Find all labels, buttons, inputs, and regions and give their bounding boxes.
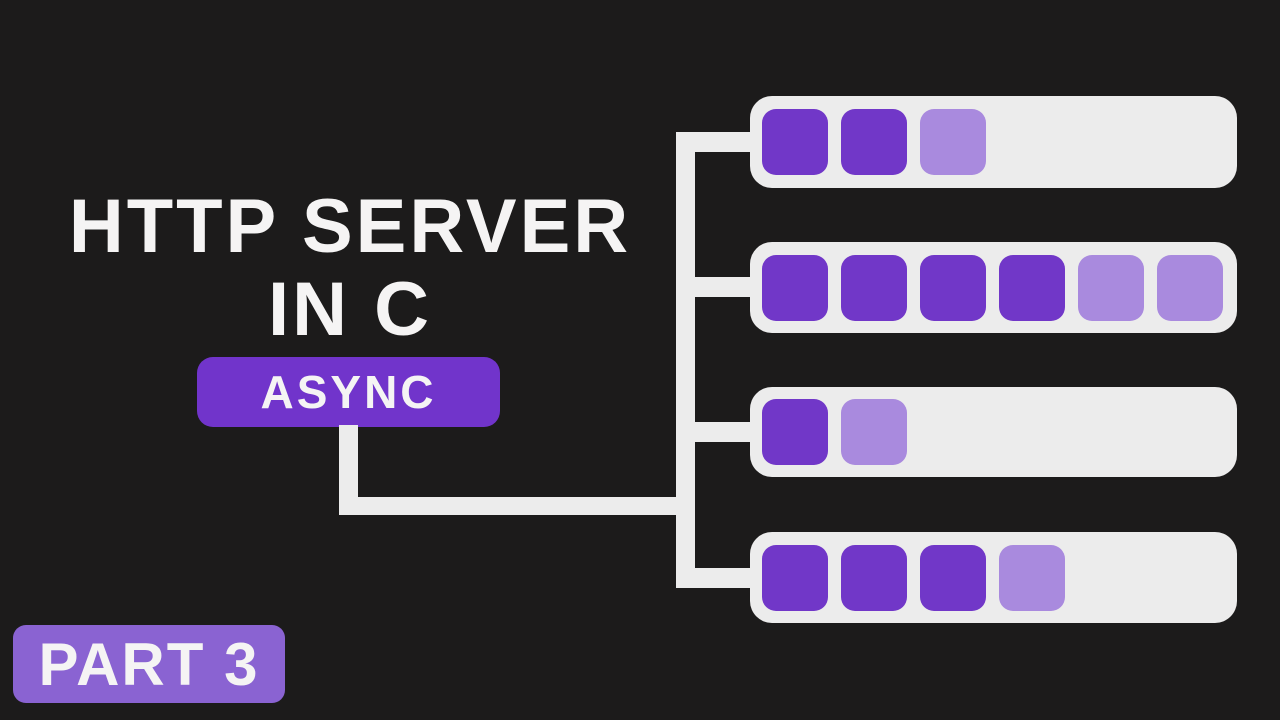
part-badge-label: PART 3 — [38, 630, 260, 698]
connector-stub-queue-1 — [676, 132, 752, 152]
queue-segment-light — [1157, 254, 1223, 321]
connector-stub-queue-4 — [676, 568, 752, 588]
queue-segment-light — [841, 399, 907, 465]
queue-segment-dark — [920, 544, 986, 611]
request-queue-bar-3 — [750, 387, 1237, 477]
queue-segment-dark — [762, 544, 828, 611]
part-badge: PART 3 — [13, 625, 285, 703]
connector-trunk-horizontal — [339, 497, 695, 515]
queue-segment-dark — [841, 109, 907, 175]
async-badge-label: ASYNC — [260, 366, 437, 418]
connector-stub-queue-2 — [676, 277, 752, 297]
connector-stub-queue-3 — [676, 422, 752, 442]
page-title-line-1: HTTP SERVER — [68, 184, 632, 269]
queue-segment-light — [999, 544, 1065, 611]
request-queue-bar-2 — [750, 242, 1237, 333]
queue-segment-dark — [762, 254, 828, 321]
queue-segment-dark — [762, 109, 828, 175]
request-queue-bar-1 — [750, 96, 1237, 188]
page-title-line-2: IN C — [268, 267, 432, 352]
queue-segment-dark — [841, 544, 907, 611]
queue-segment-light — [1078, 254, 1144, 321]
connector-trunk-vertical — [339, 425, 358, 515]
queue-segment-dark — [920, 254, 986, 321]
queue-segment-dark — [841, 254, 907, 321]
request-queue-bar-4 — [750, 532, 1237, 623]
async-badge: ASYNC — [197, 357, 500, 427]
queue-segment-dark — [999, 254, 1065, 321]
connector-spine-vertical — [676, 132, 695, 588]
queue-segment-dark — [762, 399, 828, 465]
queue-segment-light — [920, 109, 986, 175]
